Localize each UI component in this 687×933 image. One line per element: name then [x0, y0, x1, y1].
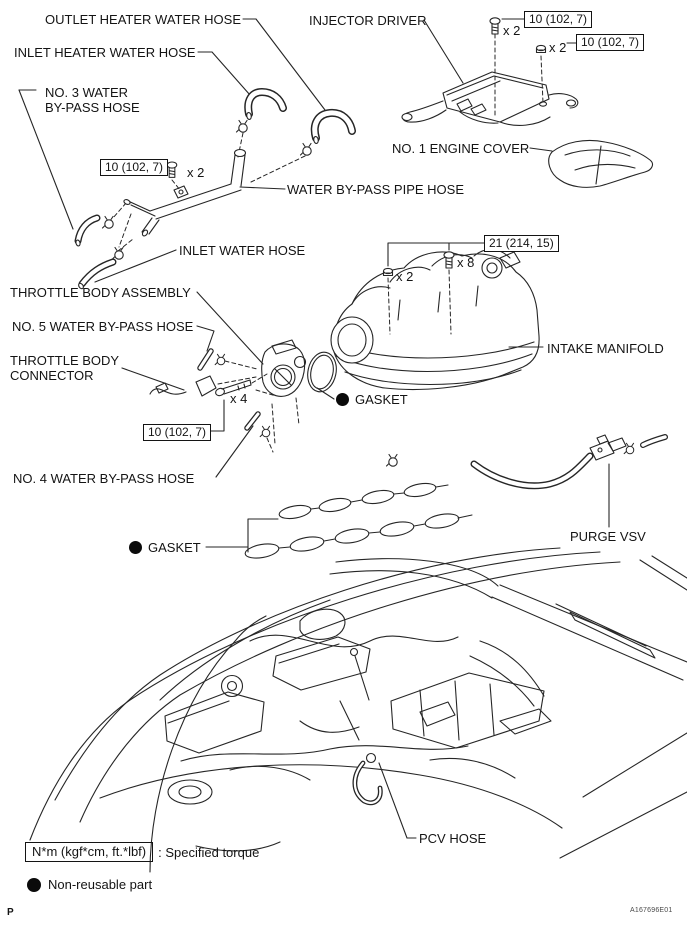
page-marker: P [7, 907, 14, 918]
legend-non-reusable-desc: Non-reusable part [48, 877, 153, 892]
gasket-strips-drawing [244, 482, 473, 559]
callout-no4-water-bypass-hose: NO. 4 WATER BY-PASS HOSE [13, 471, 195, 486]
torque-spec-intake-manifold: 21 (214, 15) [484, 235, 559, 252]
qty-throttle-bolt: x 4 [230, 391, 248, 406]
torque-spec-injector-bolt: 10 (102, 7) [524, 11, 593, 28]
callout-gasket-upper: GASKET [355, 392, 408, 407]
heater-hoses-drawing [244, 88, 356, 145]
callout-tbc-line1: THROTTLE BODY [10, 353, 120, 368]
callout-no1-engine-cover: NO. 1 ENGINE COVER [392, 141, 530, 156]
legend-torque-desc: : Specified torque [158, 844, 260, 860]
callout-tbc-line2: CONNECTOR [10, 368, 94, 383]
qty-manifold-nut: x 2 [396, 269, 414, 284]
engine-cover-drawing [548, 139, 654, 188]
leader-lines [18, 18, 610, 839]
figure-code: A167696E01 [630, 907, 673, 914]
legend-non-reusable-dot [27, 878, 41, 892]
callout-throttle-body-connector: THROTTLE BODY CONNECTOR [10, 353, 119, 383]
callout-no3-line2: BY-PASS HOSE [45, 100, 140, 115]
purge-vsv-drawing [470, 434, 668, 490]
intake-manifold-drawing [330, 248, 540, 391]
legend-torque: N*m (kgf*cm, ft.*lbf) : Specified torque [25, 842, 259, 862]
qty-pipe-bolt: x 2 [187, 165, 205, 180]
qty-injector-bolt: x 2 [503, 23, 521, 38]
inlet-water-hose-drawing [74, 214, 117, 290]
non-reusable-dot-gasket-upper [336, 393, 349, 406]
callout-injector-driver: INJECTOR DRIVER [309, 13, 427, 28]
callout-no5-water-bypass-hose: NO. 5 WATER BY-PASS HOSE [12, 319, 194, 334]
qty-injector-nut: x 2 [549, 40, 567, 55]
callout-pcv-hose: PCV HOSE [419, 831, 487, 846]
legend-torque-box: N*m (kgf*cm, ft.*lbf) [25, 842, 154, 862]
torque-spec-injector-nut: 10 (102, 7) [576, 34, 645, 51]
callout-intake-manifold: INTAKE MANIFOLD [547, 341, 664, 356]
non-reusable-dot-gasket-lower [129, 541, 142, 554]
assembly-dashed-lines [112, 33, 544, 453]
injector-driver-drawing [401, 71, 579, 126]
callout-outlet-heater-water-hose: OUTLET HEATER WATER HOSE [45, 12, 241, 27]
callout-inlet-heater-water-hose: INLET HEATER WATER HOSE [14, 45, 196, 60]
callout-no3-line1: NO. 3 WATER [45, 85, 129, 100]
callout-no3-water-bypass-hose: NO. 3 WATER BY-PASS HOSE [45, 85, 140, 115]
engine-bay-sketch [29, 547, 687, 873]
qty-manifold-bolt: x 8 [457, 255, 475, 270]
callout-water-bypass-pipe-hose: WATER BY-PASS PIPE HOSE [287, 182, 464, 197]
callout-gasket-lower: GASKET [148, 540, 201, 555]
throttle-body-drawing [149, 339, 337, 431]
callout-purge-vsv: PURGE VSV [570, 529, 646, 544]
callout-inlet-water-hose: INLET WATER HOSE [179, 243, 306, 258]
torque-spec-pipe-bolt: 10 (102, 7) [100, 159, 169, 176]
torque-spec-throttle-body: 10 (102, 7) [143, 424, 212, 441]
callout-throttle-body-assembly: THROTTLE BODY ASSEMBLY [10, 285, 191, 300]
water-bypass-pipe-drawing [123, 148, 247, 237]
